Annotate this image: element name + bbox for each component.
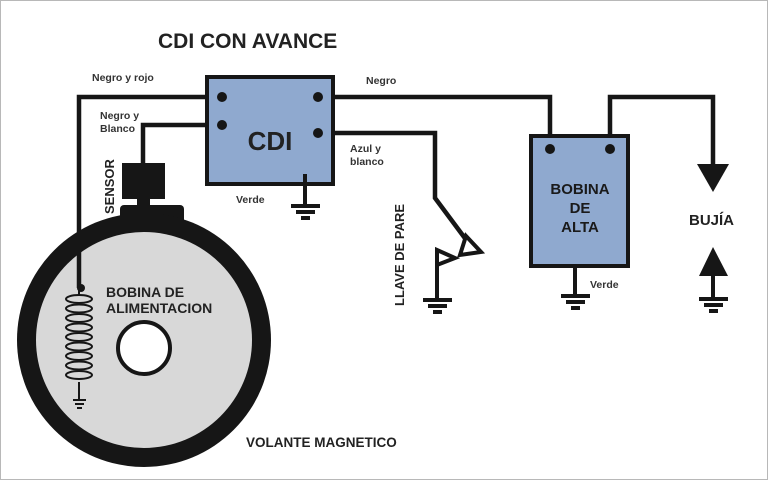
coil-loop [65, 322, 93, 333]
label-wire-azul-y-blanco-2: blanco [350, 156, 384, 168]
ground-icon [561, 266, 590, 310]
coil-loop [65, 351, 93, 361]
label-bujia: BUJÍA [689, 212, 734, 229]
label-volante-magnetico: VOLANTE MAGNETICO [246, 435, 397, 450]
coil-loop [65, 332, 93, 342]
label-wire-azul-y-blanco-1: Azul y [350, 143, 381, 155]
label-wire-verde-bobina: Verde [590, 279, 619, 291]
ground-icon [699, 297, 728, 313]
ground-icon [291, 174, 320, 220]
label-wire-negro-y-rojo: Negro y rojo [92, 72, 154, 84]
flywheel-hub [116, 320, 172, 376]
connection-dot-icon [545, 144, 555, 154]
bobina-alta-label-1: BOBINA [550, 181, 609, 198]
wire-negro-y-blanco [140, 122, 222, 163]
coil-loop [65, 370, 93, 380]
label-bobina-alimentacion-1: BOBINA DE [106, 284, 184, 300]
label-sensor: SENSOR [102, 158, 117, 214]
label-wire-negro: Negro [366, 75, 396, 87]
connection-dot-icon [217, 92, 227, 102]
wire-negro-y-rojo [76, 94, 222, 288]
switch-contact-icon [435, 232, 486, 298]
coil-loop [65, 341, 93, 352]
spark-electrode-icon [697, 164, 729, 192]
wire-azul-y-blanco [318, 130, 472, 247]
label-llave-de-pare: LLAVE DE PARE [392, 204, 407, 306]
sensor-body [122, 163, 165, 199]
wire-negro [318, 94, 553, 148]
sensor-tip [137, 198, 150, 205]
coil-loop [65, 313, 93, 323]
diagram-title: CDI CON AVANCE [158, 30, 337, 53]
label-wire-negro-y-blanco-2: Blanco [100, 123, 135, 135]
connection-dot-icon [217, 120, 227, 130]
coil-loop [65, 294, 93, 304]
label-bobina-alimentacion-2: ALIMENTACION [106, 300, 212, 316]
coil-loop [65, 360, 93, 371]
connection-dot-icon [313, 92, 323, 102]
cdi-label: CDI [248, 126, 293, 156]
coil-icon [65, 288, 93, 409]
label-wire-verde-cdi: Verde [236, 194, 265, 206]
coil-loop [65, 303, 93, 314]
wire-alta-tension [607, 94, 716, 168]
sensor [122, 163, 165, 205]
connection-dot-icon [313, 128, 323, 138]
bobina-alta-label-3: ALTA [561, 219, 599, 236]
cdi-unit [205, 75, 335, 186]
ground-icon [423, 298, 452, 314]
bobina-alta-label-2: DE [570, 200, 591, 217]
spark-electrode-icon [699, 247, 728, 298]
label-wire-negro-y-blanco-1: Negro y [100, 110, 139, 122]
connection-dot-icon [605, 144, 615, 154]
bobina-de-alta [529, 134, 630, 268]
flywheel [17, 205, 271, 467]
